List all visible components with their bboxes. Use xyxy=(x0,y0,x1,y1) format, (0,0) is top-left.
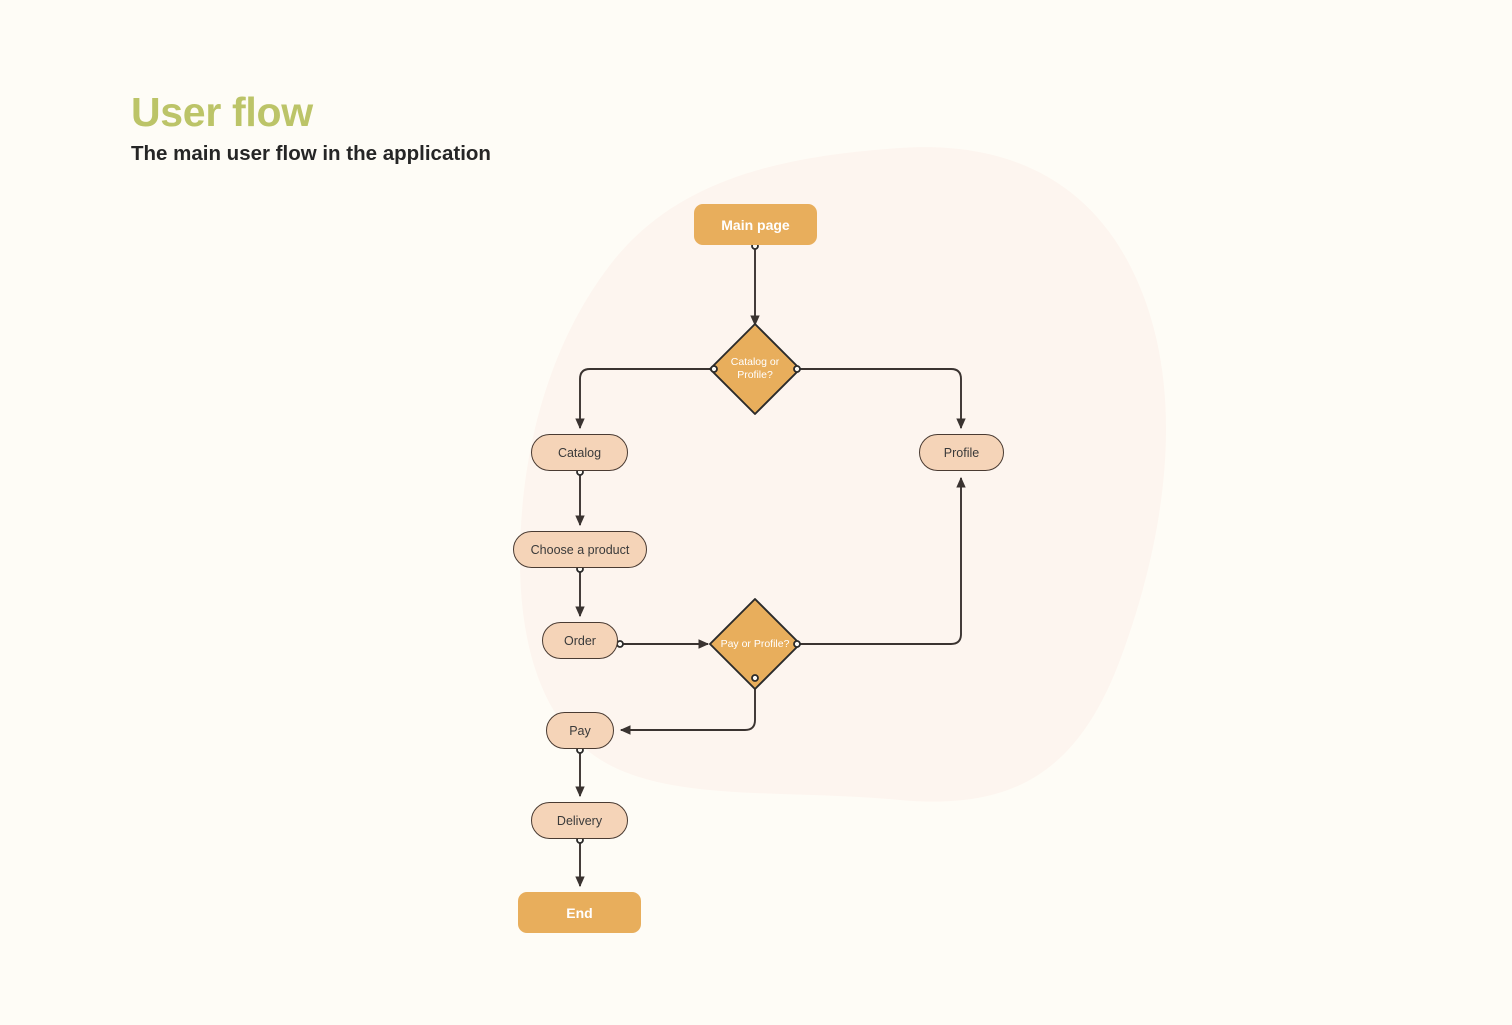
node-pay-label: Pay xyxy=(569,723,591,738)
node-choose-a-product[interactable]: Choose a product xyxy=(513,531,647,568)
node-catalog[interactable]: Catalog xyxy=(531,434,628,471)
page-title: User flow xyxy=(131,89,313,135)
node-order[interactable]: Order xyxy=(542,622,618,659)
port-decision2-right xyxy=(793,640,801,648)
node-main-page-label: Main page xyxy=(721,216,790,233)
page-subtitle: The main user flow in the application xyxy=(131,142,491,165)
decision-shapes xyxy=(709,323,801,690)
edge-decision1-to-catalog xyxy=(575,368,714,430)
node-choose-a-product-label: Choose a product xyxy=(530,542,630,557)
node-end[interactable]: End xyxy=(518,892,641,933)
edge-decision1-to-profile xyxy=(797,368,966,430)
edge-decision2-to-profile xyxy=(797,476,966,645)
node-order-label: Order xyxy=(564,633,596,648)
node-pay[interactable]: Pay xyxy=(546,712,614,749)
node-profile-label: Profile xyxy=(943,445,980,460)
node-profile[interactable]: Profile xyxy=(919,434,1004,471)
edge-decision2-to-pay xyxy=(619,678,756,735)
node-main-page[interactable]: Main page xyxy=(694,204,817,245)
port-decision1-right xyxy=(793,365,801,373)
port-decision1-left xyxy=(710,365,718,373)
header: User flow The main user flow in the appl… xyxy=(131,92,491,166)
node-catalog-or-profile-shape[interactable] xyxy=(709,323,801,415)
node-delivery[interactable]: Delivery xyxy=(531,802,628,839)
node-end-label: End xyxy=(566,904,593,921)
node-catalog-label: Catalog xyxy=(557,445,602,460)
port-decision2-bottom xyxy=(751,674,759,682)
node-delivery-label: Delivery xyxy=(556,813,603,828)
